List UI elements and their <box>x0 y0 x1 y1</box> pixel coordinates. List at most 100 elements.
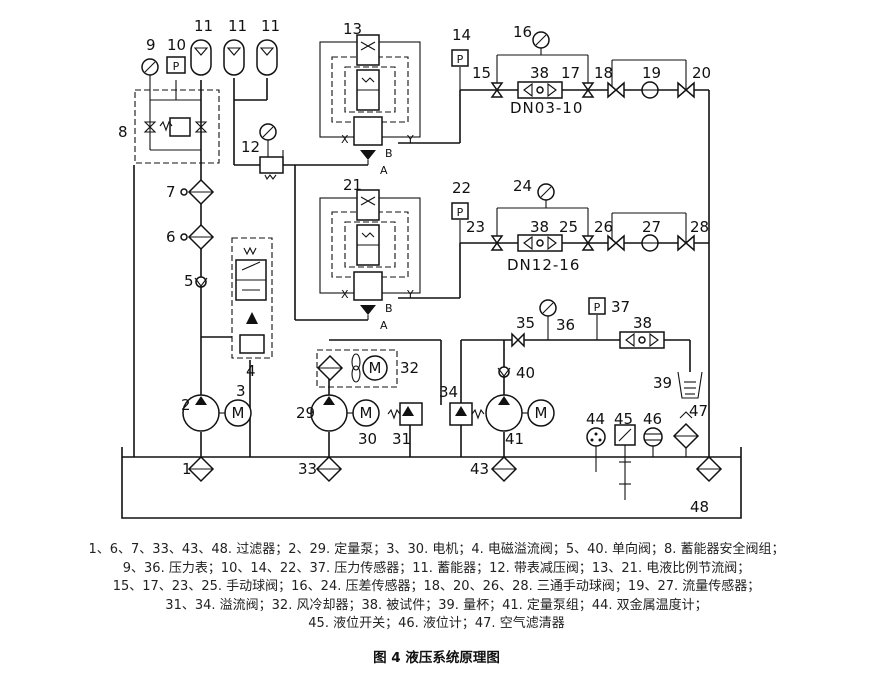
port-x-21: X <box>341 288 349 301</box>
label-45: 45 <box>614 410 633 428</box>
port-x-13: X <box>341 133 349 146</box>
legend-line: 9、36. 压力表；10、14、22、37. 压力传感器；11. 蓄能器；12.… <box>122 560 751 576</box>
filter-7 <box>180 178 215 206</box>
label-8: 8 <box>118 123 128 141</box>
accumulator-safety-block <box>134 80 220 164</box>
label-25: 25 <box>559 218 578 236</box>
label-47: 47 <box>689 402 708 420</box>
label-10: 10 <box>167 36 186 54</box>
air-cooler-32: M <box>316 349 398 388</box>
ball-valve-35 <box>511 332 525 348</box>
sensor-37: P <box>588 297 606 340</box>
sensor-22-symbol: P <box>457 206 464 219</box>
label-36: 36 <box>556 316 575 334</box>
port-a-21: A <box>380 319 388 332</box>
label-16: 16 <box>513 23 532 41</box>
label-39: 39 <box>653 374 672 392</box>
port-b-13: B <box>385 147 393 160</box>
port-a-13: A <box>380 164 388 177</box>
test-piece-38-lower <box>619 331 665 349</box>
label-26: 26 <box>594 218 613 236</box>
label-28: 28 <box>690 218 709 236</box>
label-11a: 11 <box>194 17 213 35</box>
label-37: 37 <box>611 298 630 316</box>
proportional-throttle-valve-13 <box>319 34 421 165</box>
port-y-13: Y <box>406 133 414 146</box>
label-44: 44 <box>586 410 605 428</box>
upper-test-branch: P <box>451 31 695 99</box>
legend-line: 45. 液位开关；46. 液位计；47. 空气滤清器 <box>308 616 565 631</box>
sensor-10-symbol: P <box>173 60 180 73</box>
oil-tank <box>121 447 742 519</box>
relief-valve-34 <box>449 402 485 426</box>
port-b-21: B <box>385 302 393 315</box>
lower-test-branch: P <box>451 183 695 252</box>
component-legend: 1、6、7、33、43、48. 过滤器；2、29. 定量泵；3、30. 电机；4… <box>20 541 853 634</box>
main-lines <box>133 78 710 457</box>
motor-41-symbol: M <box>535 404 548 422</box>
label-11c: 11 <box>261 17 280 35</box>
level-switch-45 <box>614 424 636 500</box>
label-23: 23 <box>466 218 485 236</box>
label-35: 35 <box>516 314 535 332</box>
proportional-throttle-valve-21 <box>319 189 421 320</box>
legend-line: 31、34. 溢流阀；32. 风冷却器；38. 被试件；39. 量杯；41. 定… <box>165 597 708 613</box>
legend-line: 1、6、7、33、43、48. 过滤器；2、29. 定量泵；3、30. 电机；4… <box>88 542 785 557</box>
label-21: 21 <box>343 176 362 194</box>
label-48: 48 <box>690 498 709 516</box>
model-lower: DN12-16 <box>507 256 580 274</box>
filter-48 <box>695 455 723 483</box>
check-valve-40 <box>497 366 511 378</box>
motor-30: M <box>352 399 380 427</box>
pressure-sensor-10: P <box>166 56 186 74</box>
label-5: 5 <box>184 272 194 290</box>
label-22: 22 <box>452 179 471 197</box>
component-labels: 9 10 11 11 11 8 12 13 14 16 15 38 17 18 … <box>118 17 711 516</box>
label-9: 9 <box>146 36 156 54</box>
label-18: 18 <box>594 64 613 82</box>
label-30: 30 <box>358 430 377 448</box>
figure-caption: 图 4 液压系统原理图 <box>373 650 500 666</box>
label-33: 33 <box>298 460 317 478</box>
air-filter-47 <box>672 411 700 457</box>
motor-3: M <box>224 399 252 427</box>
label-17: 17 <box>561 64 580 82</box>
sensor-37-symbol: P <box>594 301 601 314</box>
label-3: 3 <box>236 382 246 400</box>
pump-29 <box>310 394 348 432</box>
thermometer-44 <box>586 427 606 472</box>
relief-valve-31 <box>387 402 423 426</box>
label-1: 1 <box>182 460 192 478</box>
filter-1 <box>187 455 215 483</box>
check-valve-5 <box>194 276 208 288</box>
measuring-cup-39 <box>677 371 703 399</box>
pump-2 <box>182 394 220 432</box>
label-29: 29 <box>296 404 315 422</box>
label-20: 20 <box>692 64 711 82</box>
level-gauge-46 <box>643 427 663 457</box>
label-24: 24 <box>513 177 532 195</box>
accumulator-11 <box>190 39 278 76</box>
label-38b: 38 <box>530 218 549 236</box>
label-27: 27 <box>642 218 661 236</box>
label-4: 4 <box>246 362 256 380</box>
label-31: 31 <box>392 430 411 448</box>
sensor-14-symbol: P <box>457 53 464 66</box>
label-6: 6 <box>166 228 176 246</box>
label-38a: 38 <box>530 64 549 82</box>
label-19: 19 <box>642 64 661 82</box>
motor-3-symbol: M <box>232 404 245 422</box>
motor-30-symbol: M <box>360 404 373 422</box>
label-15: 15 <box>472 64 491 82</box>
pressure-gauge-9 <box>141 58 159 100</box>
label-43: 43 <box>470 460 489 478</box>
filter-6 <box>180 223 215 251</box>
filter-43 <box>490 455 518 483</box>
gauge-36 <box>539 299 557 340</box>
label-13: 13 <box>343 20 362 38</box>
filter-33 <box>315 455 343 483</box>
model-upper: DN03-10 <box>510 99 583 117</box>
label-32: 32 <box>400 359 419 377</box>
solenoid-relief-valve-4 <box>231 237 273 359</box>
label-46: 46 <box>643 410 662 428</box>
